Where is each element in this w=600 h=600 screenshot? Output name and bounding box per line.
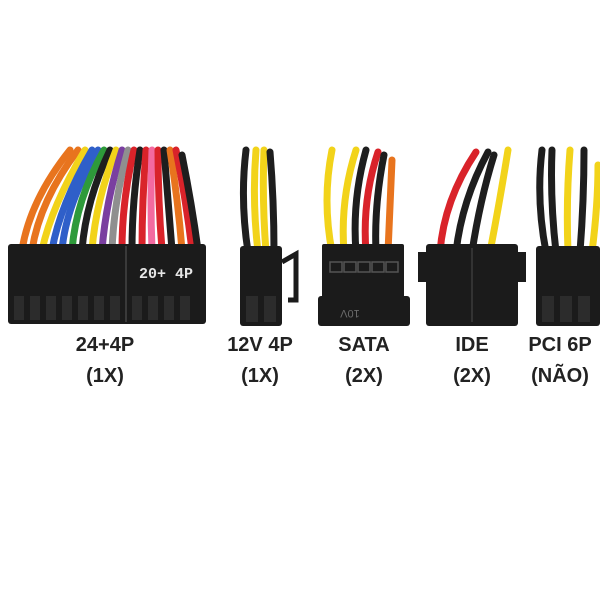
connector-count: (2X): [453, 365, 491, 387]
connector-24-4p: 20+ 4P: [8, 146, 206, 324]
connector-marking-24-4p: 20+ 4P: [139, 266, 193, 283]
pin-cells-24-4p: [14, 296, 190, 320]
connector-count: (1X): [86, 365, 124, 387]
connector-name: IDE: [455, 334, 489, 356]
wire-bundle-sata: [323, 146, 396, 256]
wire-bundle-12v-4p: [239, 146, 278, 256]
caption-sata: SATA (2X): [318, 330, 410, 392]
connector-name: 12V 4P: [227, 334, 293, 356]
connector-count: (2X): [345, 365, 383, 387]
caption-12v-4p: 12V 4P (1X): [210, 330, 310, 392]
wire-bundle-ide: [436, 146, 512, 256]
wire-bundle-pci-6p: [536, 146, 600, 256]
caption-pci-6p: PCI 6P (NÃO): [522, 330, 598, 392]
caption-24-4p: 24+4P (1X): [40, 330, 170, 392]
connector-12v-4p: [239, 146, 299, 326]
caption-ide: IDE (2X): [426, 330, 518, 392]
connector-name: 24+4P: [75, 334, 135, 356]
connector-count: (NÃO): [531, 365, 589, 387]
connector-sata: 10V: [318, 146, 410, 326]
connector-pci-6p: [536, 146, 600, 326]
connector-count: (1X): [241, 365, 279, 387]
connector-name: SATA: [338, 334, 390, 356]
connector-name: PCI 6P: [528, 334, 592, 356]
connector-marking-sata: 10V: [340, 307, 360, 319]
wire-bundle-24-4p: [18, 146, 202, 254]
connector-ide: [418, 146, 526, 326]
